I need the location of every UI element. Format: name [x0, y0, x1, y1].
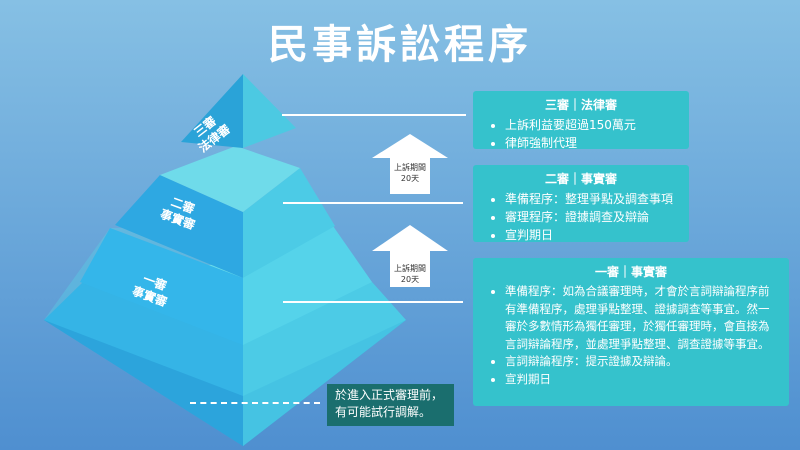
connector-second [283, 202, 463, 204]
pyramid-tier-second [80, 226, 372, 345]
mediation-note: 於進入正式審理前， 有可能試行調解。 [327, 384, 454, 426]
appeal-arrow-upper: 上訴期間 20天 [370, 132, 450, 196]
appeal-arrow-upper-line2: 20天 [400, 174, 420, 183]
list-item: 律師強制代理 [505, 134, 679, 152]
card-second-list: 準備程序：整理爭點及調查事項 審理程序：證據調查及辯論 宣判期日 [483, 190, 679, 244]
list-item: 宣判期日 [505, 226, 679, 244]
card-first-list: 準備程序：如為合議審理時，才會於言詞辯論程序前有準備程序，處理爭點整理、證據調查… [483, 283, 779, 388]
appeal-arrow-upper-line1: 上訴期間 [394, 163, 426, 172]
list-item: 準備程序：如為合議審理時，才會於言詞辯論程序前有準備程序，處理爭點整理、證據調查… [505, 283, 779, 353]
connector-mediation [190, 402, 320, 404]
card-first-title: 一審｜事實審 [594, 265, 667, 279]
up-arrow-icon [372, 134, 448, 194]
mediation-note-line2: 有可能試行調解。 [335, 405, 432, 419]
card-third-instance: 三審｜法律審 上訴利益要超過150萬元 律師強制代理 [473, 91, 689, 152]
list-item: 審理程序：證據調查及辯論 [505, 208, 679, 226]
appeal-arrow-lower-line2: 20天 [400, 275, 420, 284]
card-second-title: 二審｜事實審 [544, 172, 617, 186]
list-item: 言詞辯論程序：提示證據及辯論。 [505, 353, 779, 371]
connector-first [283, 301, 463, 303]
list-item: 準備程序：整理爭點及調查事項 [505, 190, 679, 208]
pyramid-tier-upper [115, 146, 335, 278]
card-third-title: 三審｜法律審 [544, 98, 617, 112]
page-title: 民事訴訟程序 [268, 22, 532, 68]
appeal-arrow-lower-text: 上訴期間 20天 [380, 263, 440, 285]
appeal-arrow-lower-line1: 上訴期間 [394, 264, 426, 273]
appeal-arrow-upper-text: 上訴期間 20天 [380, 162, 440, 184]
card-third-list: 上訴利益要超過150萬元 律師強制代理 [483, 116, 679, 152]
mediation-note-line1: 於進入正式審理前， [335, 388, 444, 402]
pyramid-tier-third [181, 74, 296, 148]
list-item: 上訴利益要超過150萬元 [505, 116, 679, 134]
up-arrow-icon [372, 225, 448, 287]
appeal-arrow-lower: 上訴期間 20天 [370, 223, 450, 289]
card-first-instance: 一審｜事實審 準備程序：如為合議審理時，才會於言詞辯論程序前有準備程序，處理爭點… [473, 258, 789, 406]
list-item: 宣判期日 [505, 371, 779, 389]
connector-third [282, 114, 466, 116]
card-second-instance: 二審｜事實審 準備程序：整理爭點及調查事項 審理程序：證據調查及辯論 宣判期日 [473, 165, 689, 242]
